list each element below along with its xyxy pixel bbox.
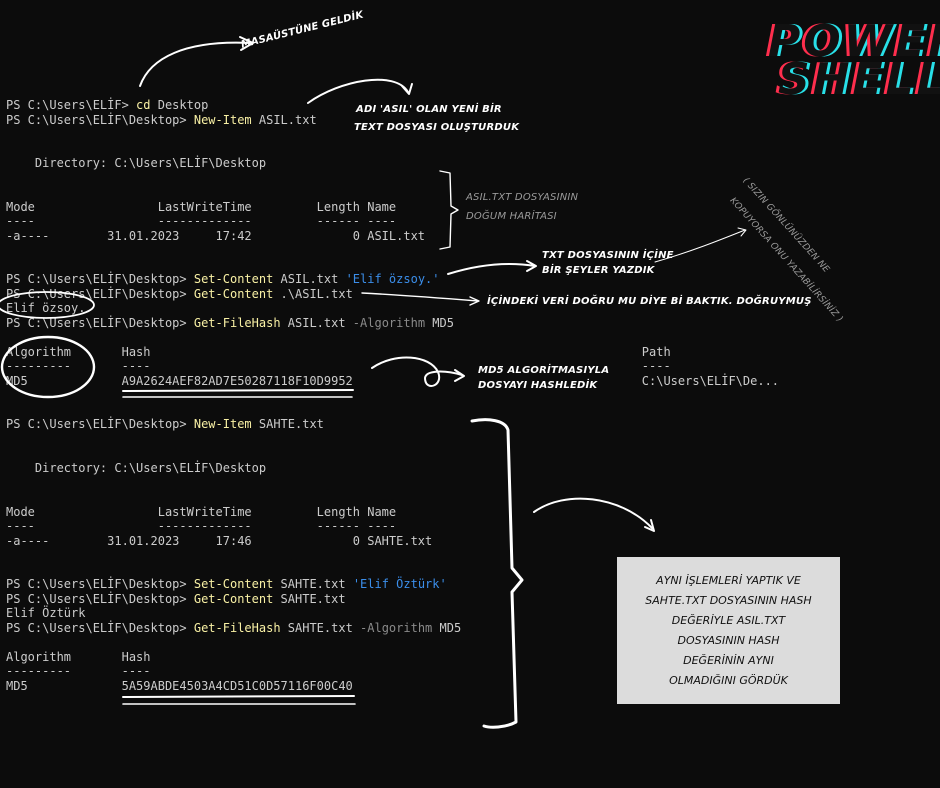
annotation-wrote-1: TXT DOSYASININ İÇİNE xyxy=(542,250,674,261)
command-name: cd xyxy=(136,98,151,112)
logo-power: POWER xyxy=(768,16,940,67)
terminal-output-line: -a---- 31.01.2023 17:42 0 ASIL.txt xyxy=(6,229,425,243)
parameter-flag: -Algorithm xyxy=(360,621,433,635)
terminal-output-line: Algorithm Hash xyxy=(6,650,151,664)
output-text: MD5 5A59ABDE4503A4CD51C0D57116F00C40 xyxy=(6,679,353,693)
annotation-birth-1: ASIL.TXT DOSYASININ xyxy=(466,192,579,203)
prompt: PS C:\Users\ELİF\Desktop> xyxy=(6,417,194,431)
terminal-output-line: MD5 A9A2624AEF82AD7E50287118F10D9952 C:\… xyxy=(6,374,779,388)
annotation-hashed-1: MD5 ALGORİTMASIYLA xyxy=(478,365,610,376)
logo-shell: SHELL xyxy=(778,54,940,105)
note-line: DEĞERİYLE ASIL.TXT xyxy=(671,613,786,627)
note-line: SAHTE.TXT DOSYASININ HASH xyxy=(645,593,812,607)
terminal-command-line: PS C:\Users\ELİF> cd Desktop xyxy=(6,98,208,112)
terminal-output-line: MD5 5A59ABDE4503A4CD51C0D57116F00C40 xyxy=(6,679,353,693)
command-args: SAHTE.txt xyxy=(280,621,361,635)
parameter-value: MD5 xyxy=(425,316,454,330)
terminal-output-line: Directory: C:\Users\ELİF\Desktop xyxy=(6,156,266,170)
prompt: PS C:\Users\ELİF> xyxy=(6,98,137,112)
prompt: PS C:\Users\ELİF\Desktop> xyxy=(6,592,194,606)
terminal-output-line: Mode LastWriteTime Length Name xyxy=(6,505,396,519)
command-name: Get-FileHash xyxy=(193,316,281,330)
output-text: ---- ------------- ------ ---- xyxy=(6,214,397,228)
summary-note: AYNI İŞLEMLERİ YAPTIK VE SAHTE.TXT DOSYA… xyxy=(617,557,840,704)
terminal-output-line: ---- ------------- ------ ---- xyxy=(6,214,396,228)
output-text: Algorithm Hash xyxy=(6,650,151,664)
command-name: New-Item xyxy=(193,113,252,127)
terminal-command-line: PS C:\Users\ELİF\Desktop> Get-FileHash S… xyxy=(6,621,461,635)
terminal-output-line: Elif Öztürk xyxy=(6,606,85,620)
string-literal: 'Elif özsoy.' xyxy=(345,272,440,286)
command-name: Get-Content xyxy=(193,592,274,606)
command-args: SAHTE.txt xyxy=(273,592,346,606)
command-args: ASIL.txt xyxy=(273,272,346,286)
prompt: PS C:\Users\ELİF\Desktop> xyxy=(6,287,194,301)
output-text: Mode LastWriteTime Length Name xyxy=(6,200,397,214)
note-line: DEĞERİNİN AYNI xyxy=(683,653,774,667)
command-name: Set-Content xyxy=(193,577,274,591)
annotation-hashed-2: DOSYAYI HASHLEDİK xyxy=(478,380,598,391)
output-text: Elif özsoy. xyxy=(6,301,86,315)
prompt: PS C:\Users\ELİF\Desktop> xyxy=(6,316,194,330)
terminal-command-line: PS C:\Users\ELİF\Desktop> Set-Content SA… xyxy=(6,577,447,591)
command-args: .\ASIL.txt xyxy=(273,287,353,301)
output-text: Elif Öztürk xyxy=(6,606,86,620)
terminal-output-line: --------- ---- xyxy=(6,664,151,678)
output-text: MD5 A9A2624AEF82AD7E50287118F10D9952 C:\… xyxy=(6,374,780,388)
prompt: PS C:\Users\ELİF\Desktop> xyxy=(6,272,194,286)
command-name: Get-FileHash xyxy=(193,621,281,635)
parameter-value: MD5 xyxy=(432,621,462,635)
output-text: Algorithm Hash Path xyxy=(6,345,671,359)
output-text: ---- ------------- ------ ---- xyxy=(6,519,397,533)
command-args: ASIL.txt xyxy=(280,316,353,330)
command-name: New-Item xyxy=(193,417,252,431)
terminal-output-line: -a---- 31.01.2023 17:46 0 SAHTE.txt xyxy=(6,534,432,548)
terminal-output-line: Elif özsoy. xyxy=(6,301,85,315)
output-text: -a---- 31.01.2023 17:46 0 SAHTE.txt xyxy=(6,534,433,548)
output-text: --------- ---- xyxy=(6,664,151,678)
note-line: DOSYASININ HASH xyxy=(677,633,780,647)
output-text: Directory: C:\Users\ELİF\Desktop xyxy=(6,461,267,475)
command-args: ASIL.txt xyxy=(251,113,317,127)
annotation-checked: İÇİNDEKİ VERİ DOĞRU MU DİYE Bİ BAKTIK. D… xyxy=(487,296,812,307)
terminal-command-line: PS C:\Users\ELİF\Desktop> Get-FileHash A… xyxy=(6,316,454,330)
annotation-wrote-2: BİR ŞEYLER YAZDIK xyxy=(542,265,655,276)
terminal-command-line: PS C:\Users\ELİF\Desktop> New-Item ASIL.… xyxy=(6,113,317,127)
prompt: PS C:\Users\ELİF\Desktop> xyxy=(6,113,194,127)
command-args: SAHTE.txt xyxy=(273,577,353,591)
annotation-birth-2: DOĞUM HARİTASI xyxy=(466,211,557,222)
note-line: OLMADIĞINI GÖRDÜK xyxy=(669,673,788,687)
command-args: Desktop xyxy=(150,98,209,112)
string-literal: 'Elif Öztürk' xyxy=(352,577,447,591)
terminal-command-line: PS C:\Users\ELİF\Desktop> Get-Content SA… xyxy=(6,592,346,606)
terminal-output-line: ---- ------------- ------ ---- xyxy=(6,519,396,533)
output-text: Mode LastWriteTime Length Name xyxy=(6,505,397,519)
prompt: PS C:\Users\ELİF\Desktop> xyxy=(6,577,194,591)
terminal-command-line: PS C:\Users\ELİF\Desktop> Get-Content .\… xyxy=(6,287,353,301)
terminal-output-line: Directory: C:\Users\ELİF\Desktop xyxy=(6,461,266,475)
command-name: Set-Content xyxy=(193,272,274,286)
output-text: Directory: C:\Users\ELİF\Desktop xyxy=(6,156,267,170)
output-text: -a---- 31.01.2023 17:42 0 ASIL.txt xyxy=(6,229,426,243)
terminal-command-line: PS C:\Users\ELİF\Desktop> New-Item SAHTE… xyxy=(6,417,324,431)
annotation-created-2: TEXT DOSYASI OLUŞTURDUK xyxy=(354,122,520,133)
terminal-output-line: Algorithm Hash Path xyxy=(6,345,671,359)
note-line: AYNI İŞLEMLERİ YAPTIK VE xyxy=(656,573,801,587)
command-name: Get-Content xyxy=(193,287,274,301)
terminal-command-line: PS C:\Users\ELİF\Desktop> Set-Content AS… xyxy=(6,272,440,286)
command-args: SAHTE.txt xyxy=(251,417,324,431)
terminal-output-line: Mode LastWriteTime Length Name xyxy=(6,200,396,214)
prompt: PS C:\Users\ELİF\Desktop> xyxy=(6,621,194,635)
parameter-flag: -Algorithm xyxy=(352,316,426,330)
annotation-created-1: ADI 'ASIL' OLAN YENİ BİR xyxy=(356,104,502,115)
